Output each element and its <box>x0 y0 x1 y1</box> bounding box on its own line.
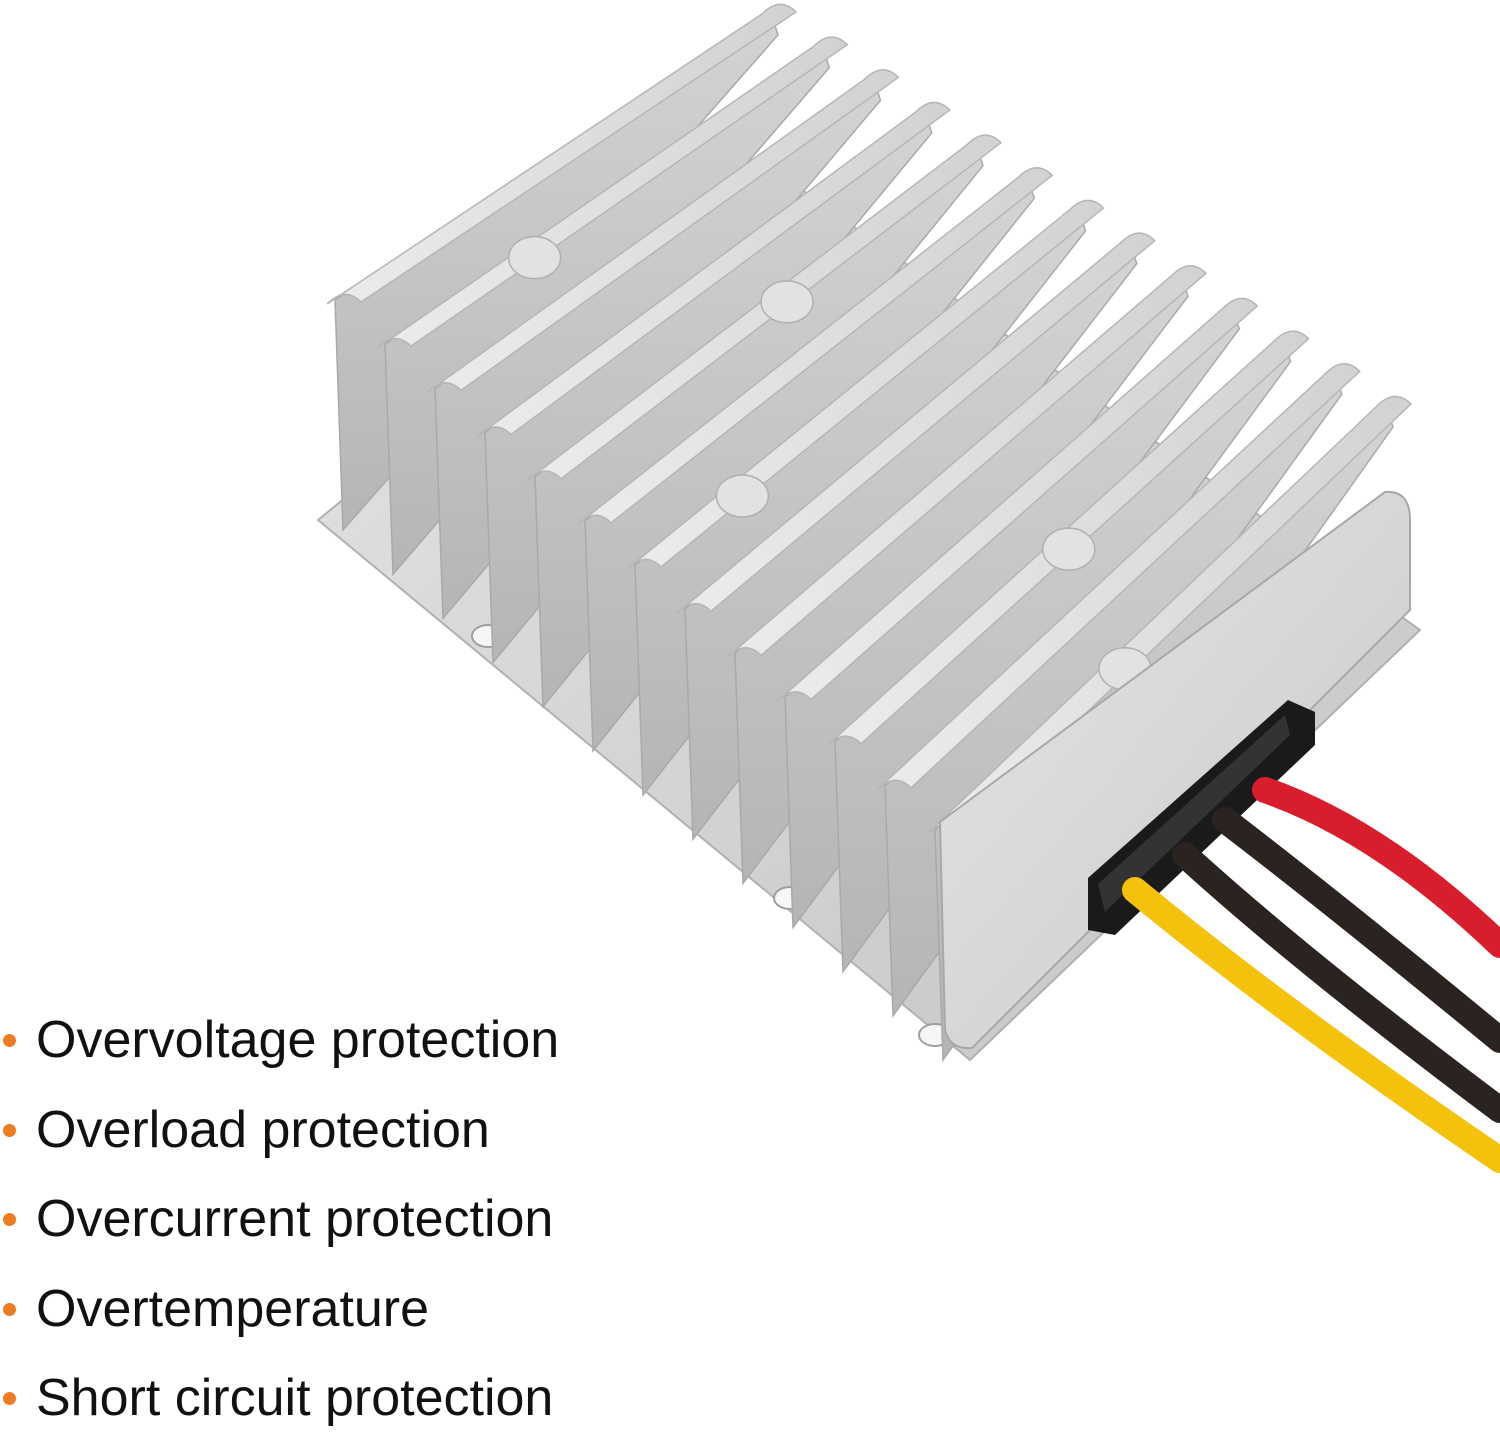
red-wire <box>1252 777 1500 958</box>
feature-label: Overcurrent protection <box>36 1190 554 1248</box>
black-wire <box>1212 807 1500 1053</box>
feature-item: Overcurrent protection <box>0 1179 559 1269</box>
bullet-dot <box>3 1392 16 1405</box>
mounting-pin <box>1042 527 1096 571</box>
bullet-dot <box>3 1034 16 1047</box>
bullet-dot <box>3 1213 16 1226</box>
bullet-dot <box>3 1302 16 1316</box>
fin-top <box>876 363 1361 791</box>
yellow-wire <box>1122 877 1500 1173</box>
feature-label: Overtemperature <box>36 1279 430 1338</box>
feature-label: Overvoltage protection <box>36 1011 560 1069</box>
fin-top <box>376 36 849 349</box>
fin-top <box>476 101 951 438</box>
black-wire <box>1172 842 1500 1123</box>
mounting-pin <box>507 235 562 280</box>
feature-label: Overload protection <box>36 1100 490 1159</box>
feature-label: Short circuit protection <box>36 1369 554 1427</box>
feature-item: Overtemperature <box>0 1269 559 1359</box>
front-end-face <box>938 490 1411 1050</box>
fin-top <box>676 232 1156 614</box>
feature-item: Short circuit protection <box>0 1358 559 1448</box>
fin-top <box>926 395 1413 835</box>
fin-top <box>326 3 798 305</box>
feature-item: Overvoltage protection <box>0 1000 559 1090</box>
wires <box>1122 777 1500 1173</box>
bullet-dot <box>3 1123 16 1137</box>
fin-top <box>726 265 1208 658</box>
mounting-pin <box>715 474 770 518</box>
fin-top <box>426 69 900 393</box>
feature-list: Overvoltage protection Overload protecti… <box>0 1000 559 1448</box>
fin-top <box>576 167 1054 526</box>
feature-item: Overload protection <box>0 1090 559 1180</box>
heatsink-fins <box>326 3 1413 1063</box>
fin-top <box>776 297 1259 703</box>
mounting-pin <box>760 280 814 324</box>
